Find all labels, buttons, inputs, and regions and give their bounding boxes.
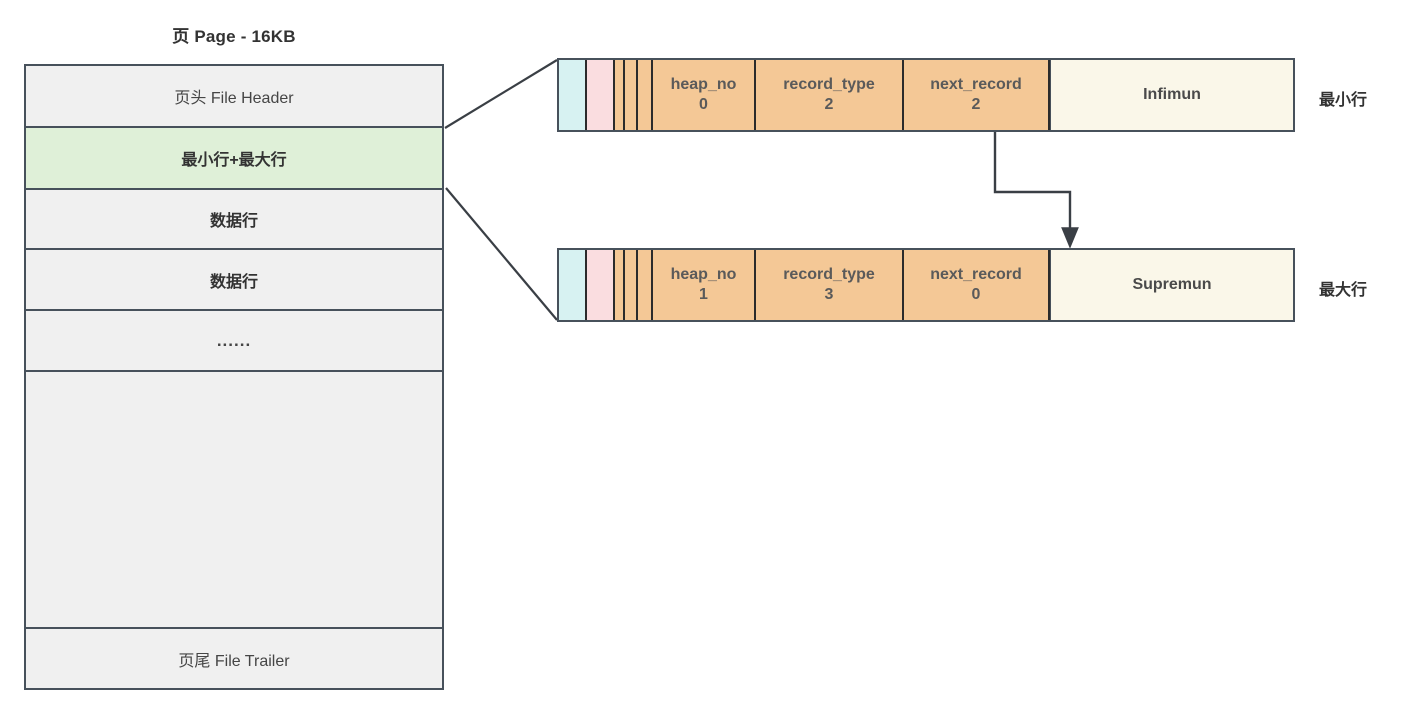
record-body-label: Infimun (1143, 86, 1201, 104)
heap-no-cell[interactable]: heap_no 0 (653, 60, 756, 130)
next-record-value: 2 (971, 96, 981, 113)
leader-line-to-supremum (445, 187, 558, 321)
next-record-cell[interactable]: next_record 0 (904, 250, 1050, 320)
page-section-label: ...... (216, 330, 252, 350)
record-body-label: Supremun (1132, 276, 1212, 294)
null-value-list-cell[interactable] (587, 60, 615, 130)
heap-no-label: heap_no (670, 76, 737, 94)
infimum-row-label: 最小行 (1319, 92, 1368, 109)
variable-length-list-cell[interactable] (559, 60, 587, 130)
page-section-label: 最小行+最大行 (181, 152, 287, 169)
delete-mask-flag-cell[interactable] (615, 60, 625, 130)
variable-length-list-cell[interactable] (559, 250, 587, 320)
leader-line-to-infimum (444, 59, 558, 129)
record-type-cell[interactable]: record_type 3 (756, 250, 904, 320)
page-title: 页 Page - 16KB (172, 27, 296, 46)
page-section-label: 数据行 (209, 273, 258, 291)
page-section-label: 数据行 (209, 213, 258, 230)
record-body-cell[interactable]: Infimun (1050, 60, 1293, 130)
page-section-free-space[interactable] (26, 372, 442, 629)
next-record-cell[interactable]: next_record 2 (904, 60, 1050, 130)
n-owned-cell[interactable] (638, 250, 653, 320)
record-type-value: 2 (824, 96, 834, 113)
supremum-record[interactable]: heap_no 1 record_type 3 next_record 0 Su… (557, 248, 1295, 322)
n-owned-cell[interactable] (638, 60, 653, 130)
supremum-row-label: 最大行 (1319, 282, 1368, 299)
next-record-value: 0 (971, 286, 981, 303)
delete-mask-flag-cell[interactable] (615, 250, 625, 320)
record-type-value: 3 (824, 286, 834, 303)
heap-no-value: 1 (699, 286, 708, 303)
next-record-label: next_record (930, 76, 1022, 94)
page-section-file-header[interactable]: 页头 File Header (26, 66, 442, 128)
page-section-data-row-1[interactable]: 数据行 (26, 190, 442, 250)
page-section-min-max-row[interactable]: 最小行+最大行 (26, 128, 442, 190)
record-type-label: record_type (783, 266, 875, 284)
page-section-file-trailer[interactable]: 页尾 File Trailer (26, 629, 442, 688)
next-record-pointer (993, 131, 1079, 249)
page-section-ellipsis[interactable]: ...... (26, 311, 442, 372)
infimum-record[interactable]: heap_no 0 record_type 2 next_record 2 In… (557, 58, 1295, 132)
null-value-list-cell[interactable] (587, 250, 615, 320)
page-section-label: 页尾 File Trailer (178, 652, 290, 670)
record-type-label: record_type (783, 76, 875, 94)
min-rec-flag-cell[interactable] (625, 250, 638, 320)
heap-no-cell[interactable]: heap_no 1 (653, 250, 756, 320)
min-rec-flag-cell[interactable] (625, 60, 638, 130)
record-body-cell[interactable]: Supremun (1050, 250, 1293, 320)
page-section-label: 页头 File Header (174, 90, 294, 107)
next-record-label: next_record (930, 266, 1022, 284)
page-section-data-row-2[interactable]: 数据行 (26, 250, 442, 311)
heap-no-value: 0 (699, 96, 708, 113)
page-structure-box: 页头 File Header 最小行+最大行 数据行 数据行 ...... 页尾… (24, 64, 444, 690)
heap-no-label: heap_no (670, 266, 737, 284)
record-type-cell[interactable]: record_type 2 (756, 60, 904, 130)
